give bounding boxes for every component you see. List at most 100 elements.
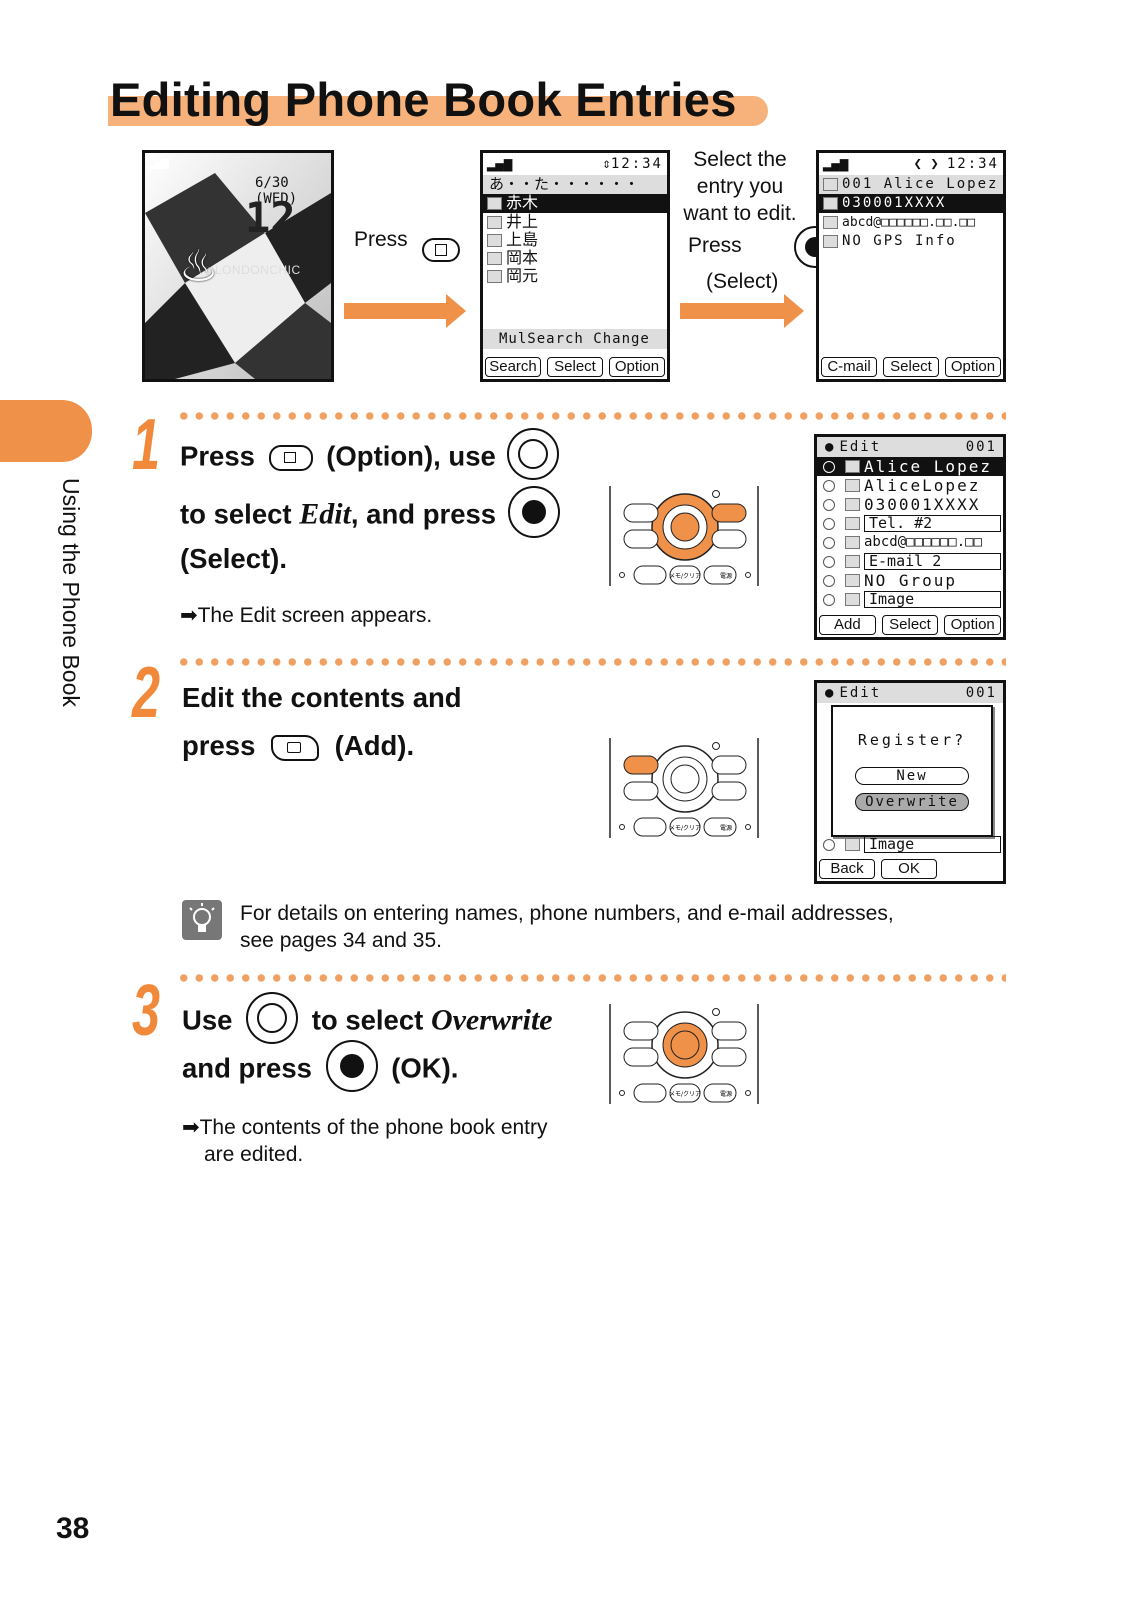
select-softkey[interactable]: Select [881,615,939,635]
search-softkey[interactable]: Search [485,357,541,377]
entry-detail-screen: ▂▄▆ ❮ ❯ 12:34 001 Alice Lopez 030001XXXX… [816,150,1006,382]
tip-line: see pages 34 and 35. [240,929,443,952]
select-softkey[interactable]: Select [547,357,603,377]
result-line: ➡The contents of the phone book entry [182,1116,548,1139]
arrow-1 [344,294,466,328]
register-dialog: Register? New Overwrite [831,705,993,837]
option-softkey[interactable]: Option [609,357,665,377]
tip-text: For details on entering names, phone num… [240,900,894,954]
memo-key-label: メモ/クリア [669,573,701,580]
standby-time: 12:34 [245,193,331,242]
section-label: Using the Phone Book [58,478,84,707]
step-number: 1 [132,405,161,485]
step-1-line-3: (Select). [180,543,287,574]
press-label: Press [688,234,742,257]
press-label: Press [354,228,408,251]
edit-field-email[interactable]: abcd@□□□□□□.□□ [817,533,1003,552]
edit-header: ● Edit 001 [817,683,1003,703]
back-softkey[interactable]: Back [819,859,875,879]
edit-field-tel2[interactable]: Tel. #2 [817,514,1003,533]
step-3-result: ➡The contents of the phone book entry ar… [182,1114,548,1168]
keypad-illustration: メモ/クリア 電源 [609,486,759,586]
power-key-label: 電源 [720,1090,732,1098]
instruction-line: Select the [693,148,787,171]
step-number: 2 [132,653,161,733]
select-softkey[interactable]: Select [883,357,939,377]
divider [176,658,1006,666]
scroll-icon: ⇕ [602,156,611,172]
edit-field-email2[interactable]: E-mail 2 [817,552,1003,571]
overwrite-option[interactable]: Overwrite [855,793,969,811]
edit-field-image[interactable]: Image [817,835,1003,854]
step-3-line-2: and press (OK). [182,1040,458,1092]
softkey-bar: C-mail Select Option [821,357,1001,377]
standby-screen: ▂▄▆ 6/30 (WED) 12:34 LONDONCHIC ♨ [142,150,334,382]
option-softkey[interactable]: Option [944,615,1002,635]
step-1-line-2: to select Edit, and press [180,486,560,538]
list-item[interactable]: 岡本 [483,249,667,267]
softkey-bar: Back OK [819,859,1001,879]
edit-screen: ● Edit 001 Alice Lopez AliceLopez 030001… [814,434,1006,640]
select-instruction: Select the entry you want to edit. [670,146,810,227]
divider [176,974,1006,982]
status-bar: ▂▄▆ ⇕ 12:34 [483,153,667,175]
option-key-icon [268,445,313,471]
status-bar: ▂▄▆ ❮ ❯ 12:34 [819,153,1003,175]
edit-field-name[interactable]: Alice Lopez [817,457,1003,476]
entry-phone-row[interactable]: 030001XXXX [819,194,1003,213]
list-item[interactable]: 赤木 [483,194,667,213]
prev-next-icon: ❮ ❯ [913,156,939,172]
step-1-result: ➡The Edit screen appears. [180,604,433,627]
list-item[interactable]: 井上 [483,213,667,231]
edit-field-reading[interactable]: AliceLopez [817,476,1003,495]
index-row: あ・・た・・・・・・ [483,175,667,194]
entry-email-row[interactable]: abcd@□□□□□□.□□.□□ [819,213,1003,232]
section-tab [0,400,92,462]
arrow-2 [680,294,804,328]
standby-date: 6/30 (WED) [255,175,298,207]
signal-icon: ▂▄▆ [823,156,849,172]
flame-logo-icon: ♨ [179,242,219,291]
list-item[interactable]: 岡元 [483,267,667,285]
dialog-title: Register? [857,731,967,749]
new-option[interactable]: New [855,767,969,785]
step-2-line-1: Edit the contents and [182,682,462,713]
phonebook-key-icon [422,238,460,262]
edit-header: ● Edit 001 [817,437,1003,457]
edit-field-group[interactable]: NO Group [817,571,1003,590]
result-line: are edited. [204,1143,304,1166]
step-2-line-2: press (Add). [182,730,415,761]
entry-gps-row[interactable]: NO GPS Info [819,232,1003,251]
title-highlight [108,96,768,126]
register-screen: ● Edit 001 Register? New Overwrite Image… [814,680,1006,884]
select-label: (Select) [706,270,779,293]
edit-dot-icon: ● [825,685,836,701]
checker-wallpaper [145,153,331,379]
center-select-button-icon [507,486,560,538]
option-softkey[interactable]: Option [945,357,1001,377]
center-select-button-icon [325,1040,378,1092]
signal-icon: ▂▄▆ [147,155,169,169]
entry-name-row: 001 Alice Lopez [819,175,1003,194]
keypad-illustration: メモ/クリア 電源 [609,738,759,838]
softkey-bar: Add Select Option [819,615,1002,635]
instruction-line: entry you [696,175,784,198]
step-1-line-1: Press (Option), use [180,428,560,480]
page-title: Editing Phone Book Entries [110,73,737,126]
status-time: 12:34 [946,156,999,172]
camera-key-icon [271,734,320,761]
step-number: 3 [132,971,161,1051]
brand-text: LONDONCHIC [215,263,301,277]
step-3-line-1: Use to select Overwrite [182,992,553,1044]
divider [176,412,1006,420]
list-item[interactable]: 上島 [483,231,667,249]
cmail-softkey[interactable]: C-mail [821,357,877,377]
multi-selector-icon [246,992,299,1044]
add-softkey[interactable]: Add [819,615,876,635]
status-time: 12:34 [610,156,663,172]
edit-dot-icon: ● [825,439,836,455]
ok-softkey[interactable]: OK [881,859,937,879]
softkey-bar: Search Select Option [485,357,665,377]
edit-field-image[interactable]: Image [817,590,1003,609]
edit-field-phone[interactable]: 030001XXXX [817,495,1003,514]
